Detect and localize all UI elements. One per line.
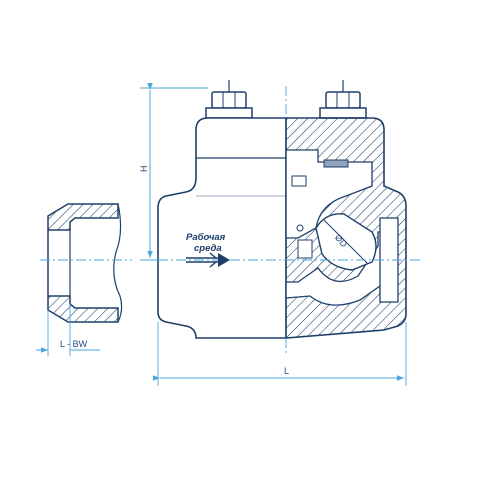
break-line <box>113 203 123 323</box>
check-valve-body: ØD <box>140 80 420 356</box>
flow-direction: Рабочая среда <box>186 232 230 268</box>
flow-label-line1: Рабочая <box>186 232 226 243</box>
socket-dimension-label: L - BW <box>60 339 88 349</box>
flow-label-line2: среда <box>194 243 222 254</box>
left-bolt <box>205 80 253 119</box>
check-disc: ØD <box>315 213 377 271</box>
body-outline-left <box>157 117 286 339</box>
socket-upper-wall <box>47 203 119 231</box>
socket-lower-wall <box>47 295 119 323</box>
length-dimension: L <box>153 322 407 386</box>
socket-end-detail: L - BW <box>36 203 132 356</box>
length-label: L <box>284 366 289 376</box>
height-label: H <box>139 166 149 173</box>
hinge-pin <box>323 159 349 168</box>
right-bolt <box>319 80 367 119</box>
flow-arrow-icon <box>186 252 230 268</box>
height-dimension: H <box>139 83 208 261</box>
